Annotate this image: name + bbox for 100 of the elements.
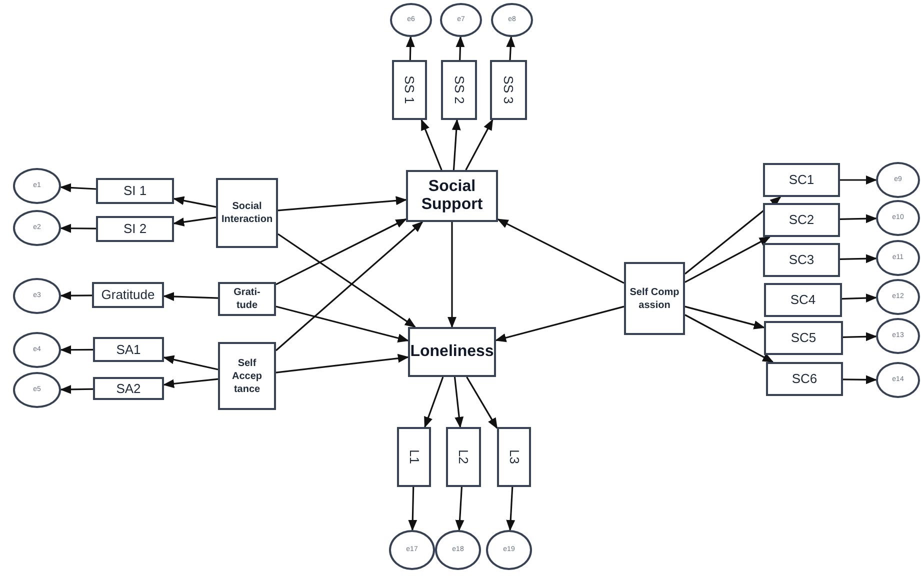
node-label: SS 1 (401, 74, 418, 106)
latent-box (218, 342, 276, 410)
arrow (420, 118, 442, 170)
node-label: SS 2 (450, 74, 468, 106)
arrow (60, 384, 94, 394)
arrow (162, 292, 218, 302)
arrow (684, 236, 771, 283)
node-label: Self Accep tance (230, 356, 263, 396)
arrow (465, 119, 494, 170)
error-ellipse (13, 372, 61, 408)
arrow (842, 294, 878, 302)
indicator-box (93, 337, 164, 362)
error-ellipse (491, 3, 533, 37)
indicator-box (392, 60, 427, 120)
node-label: SC5 (790, 329, 818, 348)
arrow (506, 486, 516, 532)
arrow (162, 378, 218, 388)
arrow (840, 176, 878, 184)
arrow (840, 254, 878, 264)
node-label: Loneliness (409, 343, 495, 361)
error-ellipse (435, 530, 481, 570)
indicator-box (96, 216, 174, 242)
arrow (684, 314, 774, 363)
arrow (843, 375, 878, 384)
node-label: Self Comp assion (628, 286, 680, 312)
latent-box (624, 262, 685, 335)
arrow (506, 36, 516, 60)
arrow (60, 345, 93, 354)
node-label: L1 (406, 448, 423, 466)
node-label: L3 (506, 448, 523, 466)
arrow (455, 486, 464, 532)
node-label: Grati- tude (232, 286, 262, 312)
arrow (172, 196, 216, 208)
node-label: L2 (455, 448, 472, 466)
node-label: SC1 (788, 171, 816, 190)
arrow (276, 218, 407, 286)
arrow (494, 306, 624, 342)
indicator-box (763, 163, 840, 197)
error-ellipse (390, 3, 432, 37)
node-label: SC4 (789, 291, 817, 310)
indicator-box (490, 60, 527, 120)
node-label: SI 1 (122, 182, 148, 200)
node-label: Social Interaction (220, 200, 274, 226)
error-ellipse (440, 3, 482, 37)
error-ellipse (13, 210, 61, 246)
arrow (275, 221, 424, 352)
arrow (278, 233, 416, 328)
error-ellipse (13, 278, 61, 314)
arrow (456, 36, 465, 60)
arrow (276, 354, 410, 374)
arrow (162, 355, 218, 370)
indicator-box (764, 283, 842, 317)
error-ellipse (876, 240, 920, 276)
arrow (60, 183, 96, 192)
arrow (276, 306, 410, 342)
indicator-box (92, 282, 164, 308)
latent-box (218, 282, 276, 316)
arrow (454, 376, 464, 428)
latent-box (216, 178, 278, 248)
node-label: SA2 (115, 380, 142, 398)
arrow (60, 291, 92, 300)
node-label: Gratitude (100, 286, 156, 304)
error-ellipse (13, 332, 61, 368)
arrow (60, 224, 96, 233)
error-ellipse (876, 318, 920, 354)
arrow (497, 218, 624, 284)
construct-box (406, 170, 498, 222)
node-label: Social Support (420, 178, 484, 214)
error-ellipse (13, 168, 61, 204)
node-label: SC3 (788, 251, 816, 270)
error-ellipse (876, 362, 920, 398)
error-ellipse (876, 279, 920, 315)
arrow (406, 36, 415, 60)
construct-box (408, 327, 496, 377)
error-ellipse (876, 162, 920, 198)
arrow (684, 306, 766, 330)
arrow (842, 332, 878, 342)
indicator-box (93, 377, 164, 400)
indicator-box (764, 321, 843, 355)
node-label: SC2 (788, 211, 816, 230)
arrow (448, 222, 456, 328)
arrow (172, 216, 216, 226)
indicator-box (766, 362, 843, 396)
indicator-box (441, 60, 477, 120)
indicator-box (763, 203, 840, 237)
indicator-box (763, 243, 840, 277)
arrow (466, 376, 498, 430)
node-label: SA1 (115, 340, 142, 359)
arrow (840, 214, 878, 224)
node-label: SI 2 (122, 220, 148, 238)
node-label: SS 3 (500, 74, 518, 106)
indicator-box (397, 427, 431, 487)
node-label: SC6 (790, 370, 818, 388)
arrow (684, 196, 782, 275)
indicator-box (96, 178, 174, 204)
arrow (408, 486, 418, 532)
arrow (452, 118, 461, 170)
arrow (424, 376, 444, 428)
error-ellipse (389, 530, 435, 570)
error-ellipse (486, 530, 532, 570)
